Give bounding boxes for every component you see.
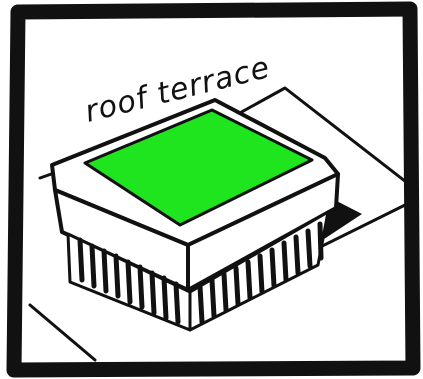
building-massing-icon <box>52 100 338 330</box>
